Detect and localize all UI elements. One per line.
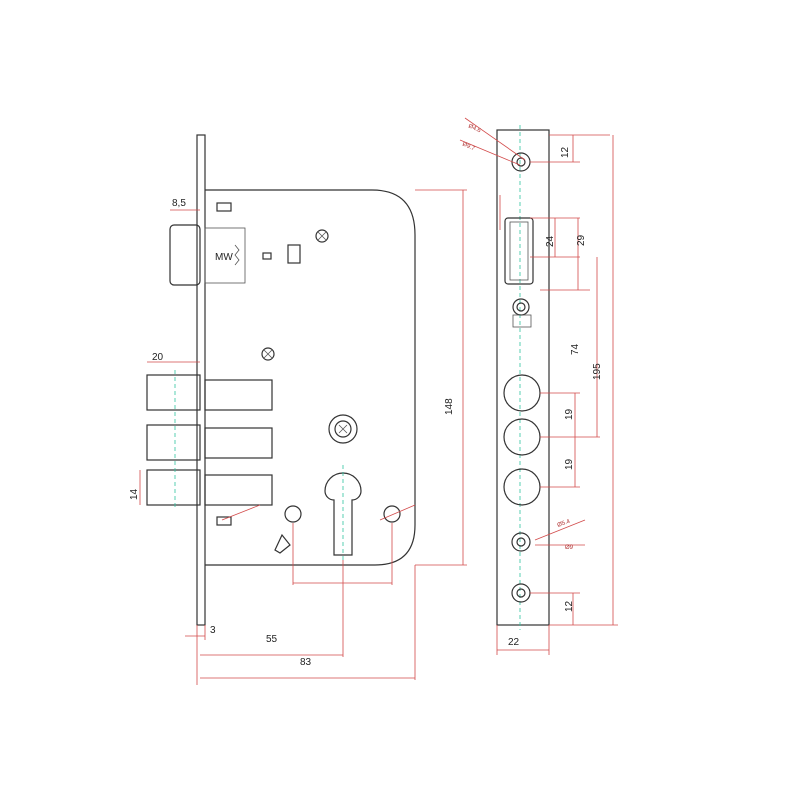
dim-bolt-spacing-1: 19 (564, 408, 575, 420)
latch-bolt: MW (169, 224, 246, 286)
dim-bottom-hole-spacing: 12 (564, 600, 575, 612)
dim-faceplate-width: 22 (508, 637, 520, 648)
side-dimensions: 8,5 20 14 148 3 55 83 (129, 189, 467, 685)
side-view: MW (129, 134, 467, 685)
dim-case-width: 83 (300, 657, 312, 668)
dim-backset: 55 (266, 634, 278, 645)
bolt-hole-1 (503, 374, 541, 412)
top-hole-dia-2: Ø9.7 (461, 141, 476, 152)
dim-latch-to-cylinder: 74 (570, 343, 581, 355)
latch-marking: MW (215, 252, 233, 263)
front-dimensions: 12 24 29 74 19 19 195 12 (496, 134, 618, 655)
dim-bolt-height: 14 (129, 488, 140, 500)
dim-backset-offset: 8,5 (172, 198, 186, 209)
dim-latch-height: 24 (545, 235, 556, 247)
follower-hub (328, 414, 358, 444)
front-faceplate (496, 129, 550, 626)
bolt-hole-3 (503, 468, 541, 506)
dim-latch-pitch: 29 (576, 234, 587, 246)
dim-bolt-projection: 20 (152, 352, 164, 363)
bottom-hole-dia-1: Ø5.4 (557, 519, 572, 529)
top-hole-dia-1: Ø4.6 (467, 123, 482, 134)
bottom-screw-hole (511, 583, 531, 603)
dim-faceplate-thickness: 3 (210, 625, 216, 636)
bolt-hole-2 (503, 418, 541, 456)
side-faceplate (196, 134, 206, 626)
screw-icon (315, 229, 329, 243)
cylinder-cutout (324, 472, 362, 556)
screw-icon (261, 347, 275, 361)
bottom-hole-dia-2: Ø9 (565, 545, 574, 551)
latch-opening (504, 217, 534, 285)
deadbolts (146, 370, 273, 510)
dim-top-hole-spacing: 12 (560, 146, 571, 158)
front-view: Ø4.6 Ø9.7 Ø5.4 Ø9 12 (459, 117, 618, 655)
dim-bolt-spacing-2: 19 (564, 458, 575, 470)
dim-total-length: 195 (592, 363, 603, 380)
dim-case-height: 148 (444, 398, 455, 415)
top-screw-hole (511, 152, 531, 172)
